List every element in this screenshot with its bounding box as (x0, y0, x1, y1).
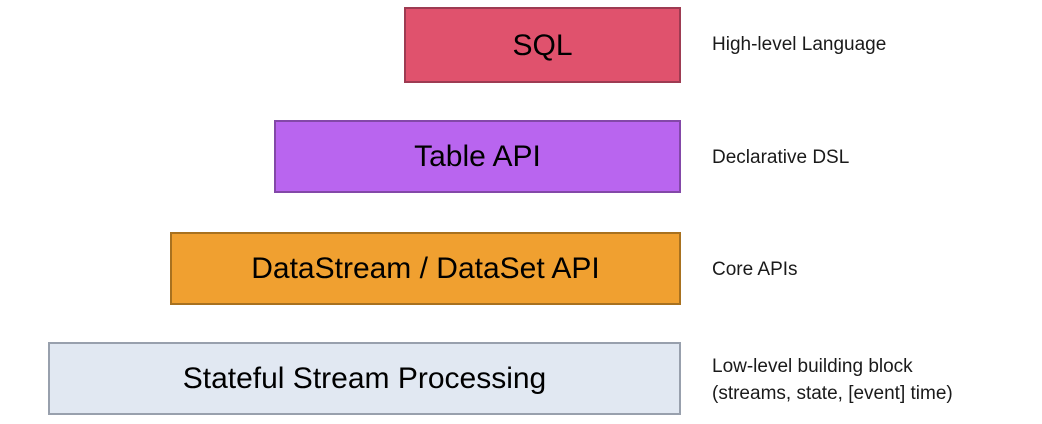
tier-box-table-api: Table API (274, 120, 681, 193)
tier-label-stateful-stream-processing: Stateful Stream Processing (182, 362, 547, 395)
tier-box-sql: SQL (404, 7, 681, 83)
annotation-datastream-api-line-1: Core APIs (712, 259, 798, 280)
annotation-sql: High-level Language (712, 31, 886, 58)
annotation-table-api: Declarative DSL (712, 144, 849, 171)
annotation-sql-line-1: High-level Language (712, 34, 887, 55)
annotation-stateful-stream-processing: Low-level building block (streams, state… (712, 353, 953, 407)
tier-label-datastream-api: DataStream / DataSet API (251, 252, 600, 285)
tier-box-datastream-api: DataStream / DataSet API (170, 232, 681, 305)
annotation-stateful-line-2: (streams, state, [event] time) (712, 383, 953, 404)
annotation-datastream-api: Core APIs (712, 256, 798, 283)
tier-box-stateful-stream-processing: Stateful Stream Processing (48, 342, 681, 415)
tier-label-sql: SQL (512, 28, 573, 62)
annotation-table-api-line-1: Declarative DSL (712, 147, 850, 168)
tier-label-table-api: Table API (414, 140, 541, 173)
annotation-stateful-line-1: Low-level building block (712, 356, 913, 377)
